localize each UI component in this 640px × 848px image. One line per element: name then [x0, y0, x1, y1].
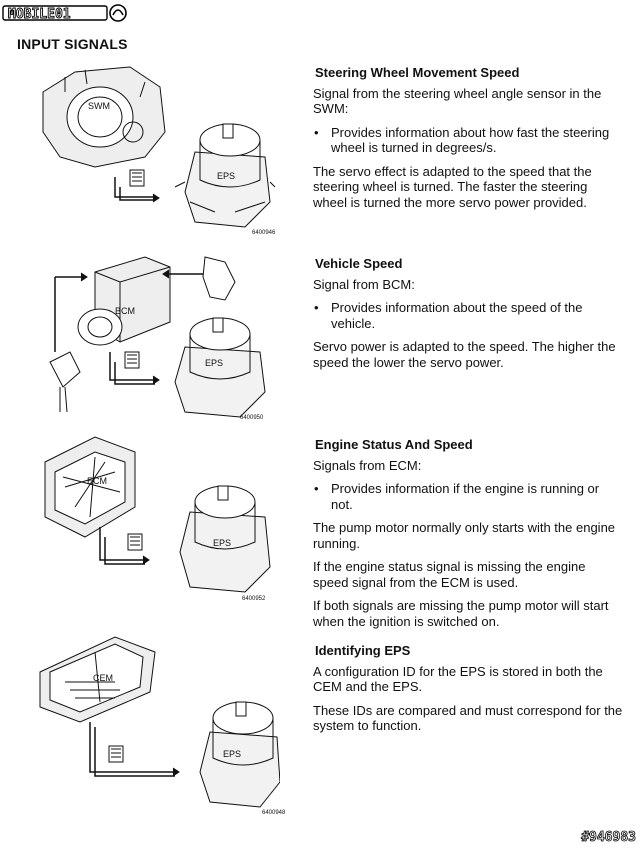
target-label-eps: EPS	[217, 171, 235, 181]
bullet-symbol: •	[313, 481, 331, 512]
component-label-cem: CEM	[93, 673, 113, 683]
bullet-text: Provides information if the engine is ru…	[331, 481, 623, 512]
target-label-eps: EPS	[205, 358, 223, 368]
section-vehicle-speed: Vehicle Speed Signal from BCM: • Provide…	[313, 256, 623, 378]
figure-cem: CEM EPS 6400948	[35, 632, 280, 822]
section-engine-status: Engine Status And Speed Signals from ECM…	[313, 437, 623, 637]
section-heading: Vehicle Speed	[315, 256, 623, 272]
section-intro: Signals from ECM:	[313, 458, 623, 474]
figure-code: 6400948	[262, 810, 285, 816]
component-label-ecm: ECM	[87, 476, 107, 486]
bullet-text: Provides information about the speed of …	[331, 300, 623, 331]
bullet-item: • Provides information about how fast th…	[313, 125, 623, 156]
figure-code: 6400950	[240, 415, 263, 421]
component-label-bcm: BCM	[115, 306, 135, 316]
bullet-item: • Provides information about the speed o…	[313, 300, 623, 331]
bullet-symbol: •	[313, 300, 331, 331]
page-title: INPUT SIGNALS	[17, 36, 128, 52]
section-paragraph: The servo effect is adapted to the speed…	[313, 164, 623, 211]
figure-code: 6400952	[242, 596, 265, 602]
section-intro: Signal from the steering wheel angle sen…	[313, 86, 623, 117]
bullet-symbol: •	[313, 125, 331, 156]
section-paragraph: Servo power is adapted to the speed. The…	[313, 339, 623, 370]
section-heading: Steering Wheel Movement Speed	[315, 65, 623, 81]
section-paragraph: These IDs are compared and must correspo…	[313, 703, 623, 734]
bullet-item: • Provides information if the engine is …	[313, 481, 623, 512]
section-paragraph: If the engine status signal is missing t…	[313, 559, 623, 590]
section-steering-wheel-speed: Steering Wheel Movement Speed Signal fro…	[313, 65, 623, 218]
figure-ecm: ECM EPS 6400952	[35, 432, 280, 607]
watermark: #946983	[581, 830, 636, 845]
logo-text: MOBILE01	[8, 7, 71, 22]
mobile01-logo: MOBILE01	[2, 3, 130, 23]
figure-bcm: BCM EPS 6400950	[35, 252, 280, 427]
component-label-swm: SWM	[88, 101, 110, 111]
target-label-eps: EPS	[213, 538, 231, 548]
section-heading: Identifying EPS	[315, 643, 623, 659]
figure-code: 6400946	[252, 230, 275, 236]
section-intro: Signal from BCM:	[313, 277, 623, 293]
bullet-text: Provides information about how fast the …	[331, 125, 623, 156]
section-paragraph: The pump motor normally only starts with…	[313, 520, 623, 551]
section-paragraph: If both signals are missing the pump mot…	[313, 598, 623, 629]
section-intro: A configuration ID for the EPS is stored…	[313, 664, 623, 695]
target-label-eps: EPS	[223, 749, 241, 759]
section-heading: Engine Status And Speed	[315, 437, 623, 453]
figure-swm: SWM EPS 6400946	[35, 62, 280, 237]
section-identifying-eps: Identifying EPS A configuration ID for t…	[313, 643, 623, 742]
